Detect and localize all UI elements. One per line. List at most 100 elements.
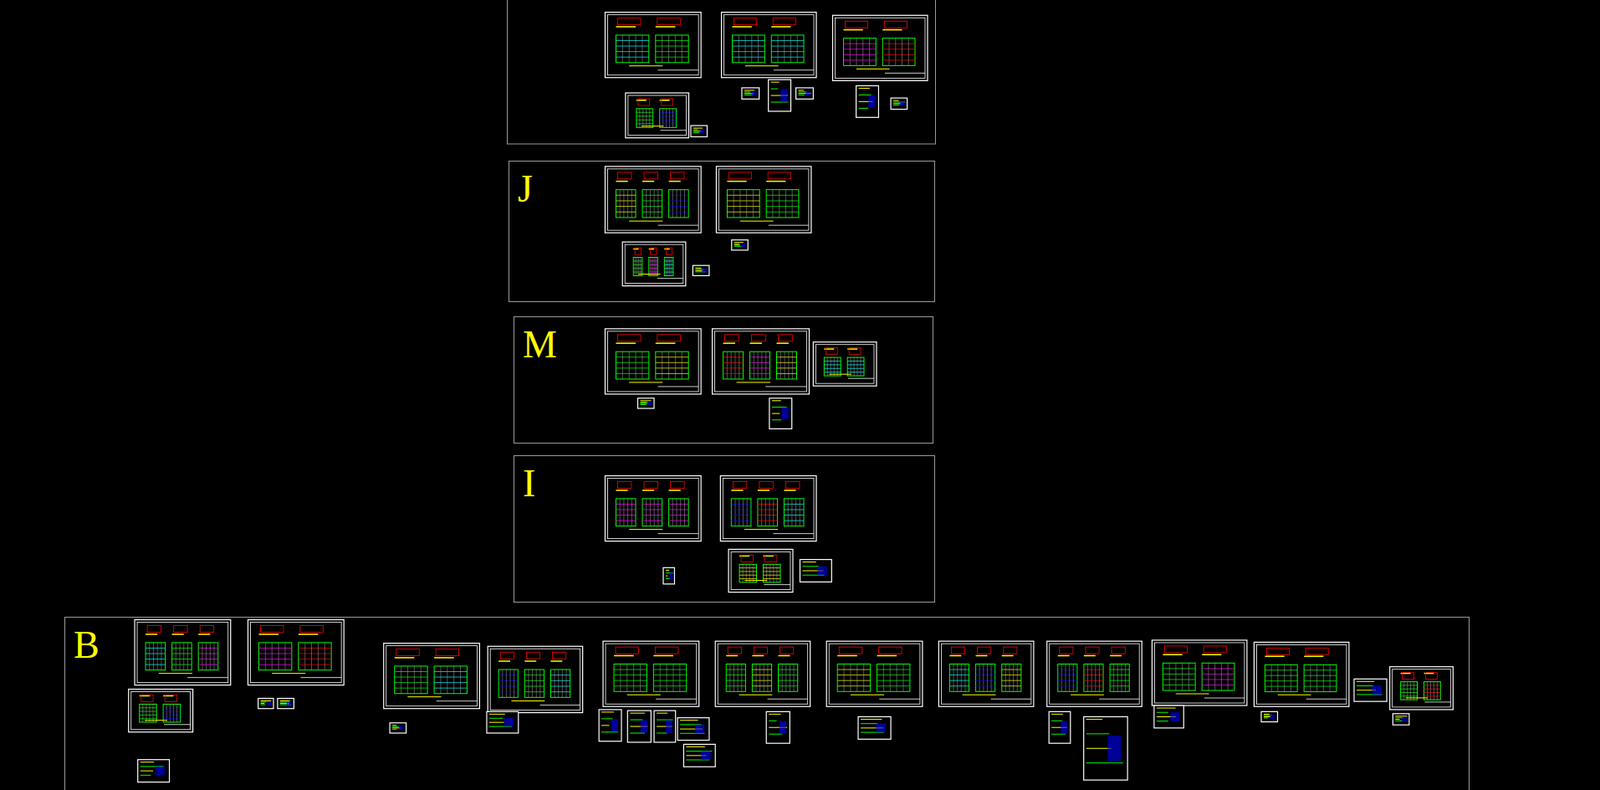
hatch bbox=[163, 706, 180, 708]
hatch bbox=[850, 357, 852, 376]
hatch bbox=[1410, 681, 1411, 701]
hatch bbox=[1091, 664, 1093, 692]
detail-line bbox=[665, 575, 668, 577]
sheet-frame bbox=[627, 710, 651, 742]
detail-fill bbox=[1401, 716, 1407, 721]
note-line bbox=[1162, 654, 1182, 656]
hatch bbox=[635, 351, 637, 379]
note-line bbox=[783, 489, 796, 491]
detail-line bbox=[140, 761, 154, 762]
hatch bbox=[394, 687, 428, 689]
note-line bbox=[434, 656, 455, 659]
elevation bbox=[642, 498, 663, 527]
plan-strip bbox=[734, 18, 757, 26]
elevation bbox=[1058, 664, 1078, 692]
detail-line bbox=[798, 89, 805, 91]
hatch bbox=[1001, 679, 1022, 681]
sheet-border bbox=[724, 15, 814, 76]
elevation bbox=[394, 665, 428, 694]
hatch bbox=[639, 664, 641, 692]
detail-line bbox=[1263, 715, 1271, 717]
elevation bbox=[163, 703, 180, 722]
hatch bbox=[666, 664, 668, 692]
hatch bbox=[527, 669, 529, 697]
elevation bbox=[1400, 681, 1418, 701]
sheet-group: J bbox=[508, 160, 936, 302]
plan-strip bbox=[657, 18, 681, 26]
hatch bbox=[636, 122, 654, 124]
elevation bbox=[636, 108, 654, 128]
sheet-frame bbox=[1261, 710, 1278, 721]
elevation bbox=[498, 669, 518, 697]
hatch bbox=[669, 108, 670, 128]
hatch bbox=[1188, 662, 1190, 691]
hatch bbox=[756, 664, 757, 692]
hatch bbox=[730, 514, 752, 516]
hatch bbox=[172, 653, 193, 655]
sheet-frame bbox=[598, 709, 622, 742]
hatch bbox=[613, 684, 647, 686]
title-block bbox=[659, 129, 686, 131]
detail-line bbox=[771, 81, 780, 83]
hatch bbox=[976, 674, 996, 675]
hatch bbox=[976, 679, 996, 681]
hatch bbox=[615, 503, 636, 505]
sheet-frame bbox=[890, 97, 908, 109]
plan-strip bbox=[765, 554, 777, 562]
hatch bbox=[843, 664, 845, 692]
detail-line bbox=[601, 730, 619, 732]
hatch bbox=[776, 367, 798, 369]
title-block bbox=[301, 676, 343, 678]
hatch bbox=[166, 703, 168, 722]
detail-line bbox=[601, 724, 609, 726]
hatch bbox=[1423, 695, 1441, 696]
detail-line bbox=[392, 728, 397, 730]
note-line bbox=[757, 489, 770, 491]
hatch bbox=[793, 664, 795, 692]
hatch bbox=[615, 356, 649, 358]
hatch bbox=[1264, 674, 1298, 676]
hatch bbox=[626, 664, 628, 692]
elevation bbox=[1083, 664, 1104, 692]
hatch bbox=[676, 498, 678, 527]
hatch bbox=[882, 48, 916, 50]
hatch bbox=[783, 503, 804, 505]
note-line bbox=[642, 489, 655, 491]
hatch bbox=[298, 664, 332, 665]
sheet-frame bbox=[769, 398, 793, 430]
detail-line bbox=[798, 94, 805, 96]
hatch bbox=[672, 189, 674, 218]
hatch bbox=[615, 362, 649, 363]
sheet-frame bbox=[1047, 640, 1142, 706]
note-line bbox=[732, 25, 752, 28]
detail-line bbox=[640, 402, 649, 404]
hatch bbox=[827, 357, 829, 376]
hatch bbox=[734, 351, 736, 379]
sheet-border bbox=[940, 643, 1031, 704]
hatch bbox=[453, 665, 455, 694]
hatch bbox=[539, 669, 541, 697]
plan-strip bbox=[644, 172, 658, 179]
hatch bbox=[741, 664, 742, 692]
note-line bbox=[1303, 655, 1324, 658]
hatch bbox=[778, 679, 798, 681]
hatch bbox=[679, 664, 680, 692]
hatch bbox=[1001, 669, 1022, 670]
note-line bbox=[751, 654, 764, 657]
plan-strip bbox=[435, 649, 460, 656]
hatch bbox=[738, 351, 740, 379]
hatch bbox=[498, 690, 518, 692]
hatch bbox=[896, 664, 898, 692]
hatch bbox=[759, 664, 761, 692]
hatch bbox=[769, 498, 771, 527]
sheet-frame bbox=[683, 743, 716, 767]
hatch bbox=[670, 257, 672, 277]
hatch bbox=[676, 189, 678, 218]
detail-fill bbox=[665, 719, 673, 732]
hatch bbox=[1120, 664, 1122, 692]
hatch bbox=[766, 199, 799, 201]
detail-line bbox=[771, 399, 782, 401]
hatch bbox=[723, 367, 744, 369]
hatch bbox=[258, 647, 292, 649]
detail-fill bbox=[1108, 735, 1122, 761]
